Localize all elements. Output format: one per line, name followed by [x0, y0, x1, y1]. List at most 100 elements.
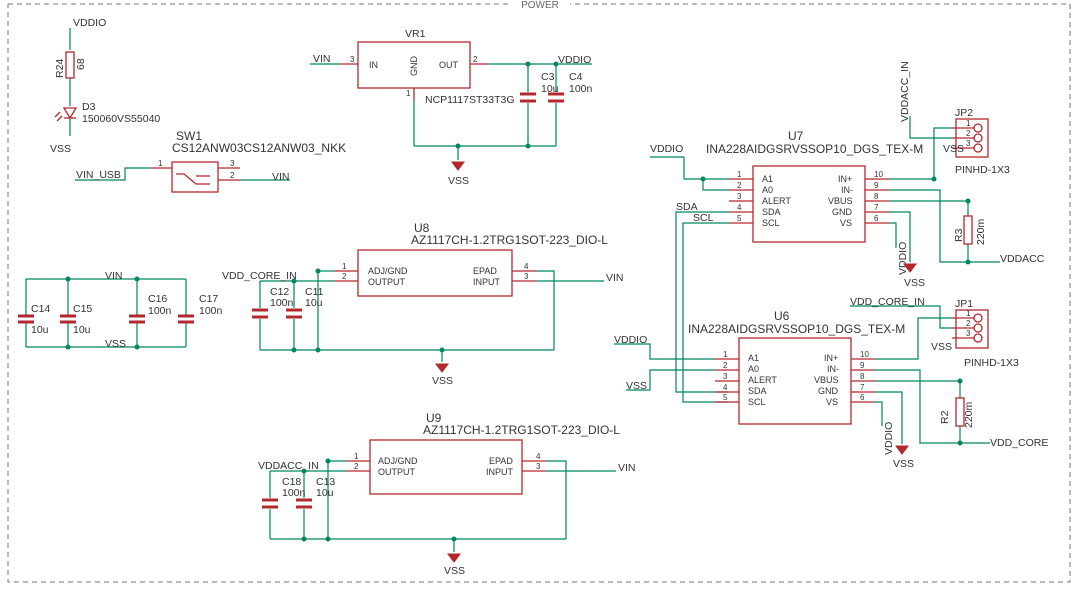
jp2-pin-number-3: 3 — [966, 139, 971, 148]
c13-value: 10u — [316, 487, 334, 499]
net-label-vin-usb: VIN_USB — [76, 169, 121, 181]
net-label-vdd-core-in-u8: VDD_CORE_IN — [222, 270, 297, 282]
u7-pin-number-1: 1 — [737, 170, 742, 179]
r2-ref: R2 — [939, 410, 951, 424]
vr1-pin-out: OUT — [439, 60, 459, 70]
u6-value: INA228AIDGSRVSSOP10_DGS_TEX-M — [688, 322, 905, 336]
net-label-vss-d3: VSS — [50, 143, 71, 155]
u6-pin-number-8: 8 — [860, 372, 865, 381]
jp1-ref: JP1 — [955, 298, 973, 310]
u7-pin-number-8: 8 — [874, 192, 879, 201]
r24-ref: R24 — [54, 59, 66, 78]
header-jp1[interactable] — [955, 309, 989, 349]
d3-value: 150060VS55040 — [82, 113, 160, 125]
u6-pin-in-plus: IN+ — [824, 353, 838, 363]
net-label-vss-u9: VSS — [444, 565, 465, 577]
sw1-pin-number-3: 3 — [230, 159, 235, 168]
u9-pin-epad: EPAD — [489, 456, 513, 466]
vss-ground-symbol-u9 — [447, 553, 461, 563]
net-label-vss-u7: VSS — [904, 277, 925, 289]
c18-value: 100n — [282, 487, 306, 499]
u9-pin-number-4: 4 — [536, 452, 541, 461]
net-label-sda: SDA — [676, 201, 698, 213]
net-label-vddio-vr1: VDDIO — [558, 54, 591, 66]
u9-pin-number-2: 2 — [354, 462, 359, 471]
net-label-vin-u8: VIN — [606, 272, 624, 284]
vss-ground-symbol-u6 — [895, 445, 909, 455]
u6-pin-number-6: 6 — [860, 393, 865, 402]
u8-pin-adj-gnd: ADJ/GND — [368, 266, 408, 276]
jp2-pin-number-1: 1 — [966, 119, 971, 128]
d3-ref: D3 — [82, 101, 96, 113]
c3-ref: C3 — [541, 71, 555, 83]
u8-body[interactable] — [357, 249, 513, 297]
u7-pin-number-6: 6 — [874, 214, 879, 223]
u9-value: AZ1117CH-1.2TRG1SOT-223_DIO-L — [423, 423, 620, 437]
net-label-vin-u9: VIN — [618, 462, 636, 474]
net-label-vin-bulk: VIN — [105, 270, 123, 282]
c12-value: 100n — [270, 297, 294, 309]
net-label-vdd-core: VDD_CORE — [990, 437, 1048, 449]
u6-monitor-block: U6 INA228AIDGSRVSSOP10_DGS_TEX-M A1 A0 A… — [614, 296, 1048, 470]
jp1-pin-number-2: 2 — [966, 319, 971, 328]
u6-ref: U6 — [774, 309, 790, 323]
u8-value: AZ1117CH-1.2TRG1SOT-223_DIO-L — [411, 233, 608, 247]
vr1-pin-gnd: GND — [409, 56, 419, 77]
c3-value: 10u — [541, 83, 559, 95]
vr1-pin-number-gnd: 1 — [406, 89, 411, 98]
resistor-r24[interactable] — [65, 51, 75, 79]
r3-value: 220m — [975, 218, 987, 245]
sw1-switch-block: SW1 CS12ANW03CS12ANW03_NKK 1 3 2 VIN_USB… — [75, 129, 346, 193]
u6-pin-number-2: 2 — [723, 361, 728, 370]
u7-pin-vs: VS — [840, 218, 852, 228]
u9-regulator-block: U9 AZ1117CH-1.2TRG1SOT-223_DIO-L ADJ/GND… — [258, 411, 636, 577]
bulk-capacitor-block: VIN VSS C14 10u C15 10u C16 100n C17 100… — [18, 270, 223, 350]
u8-pin-output: OUTPUT — [368, 277, 406, 287]
u6-pin-a1: A1 — [748, 353, 759, 363]
sw1-value: CS12ANW03CS12ANW03_NKK — [172, 141, 346, 155]
net-label-vddio-u6: VDDIO — [614, 334, 647, 346]
net-label-vddio-u6-vs: VDDIO — [883, 422, 895, 455]
net-label-vss-u6-a0: VSS — [626, 380, 647, 392]
u6-pin-number-1: 1 — [723, 350, 728, 359]
net-label-vdd-core-in-jp1: VDD_CORE_IN — [850, 296, 925, 308]
c17-value: 100n — [199, 305, 223, 317]
u8-pin-number-1: 1 — [342, 262, 347, 271]
net-label-vddacc: VDDACC — [1000, 253, 1045, 265]
u7-pin-scl: SCL — [762, 218, 780, 228]
u6-pin-vs: VS — [826, 397, 838, 407]
u9-body[interactable] — [369, 439, 523, 495]
u7-value: INA228AIDGSRVSSOP10_DGS_TEX-M — [706, 142, 923, 156]
c16-ref: C16 — [148, 293, 167, 305]
jp1-pin-number-1: 1 — [966, 309, 971, 318]
vss-ground-symbol-vr1 — [451, 161, 465, 171]
sw1-pin-number-2: 2 — [230, 171, 235, 180]
c12-ref: C12 — [270, 286, 289, 298]
u6-pin-gnd: GND — [818, 386, 839, 396]
resistor-r3[interactable] — [963, 215, 973, 245]
net-label-vin-vr1: VIN — [313, 53, 331, 65]
r2-value: 220m — [963, 401, 975, 428]
u7-pin-number-5: 5 — [737, 214, 742, 223]
led-d3[interactable] — [54, 107, 78, 122]
vr1-value: NCP1117ST33T3G — [425, 94, 515, 106]
u6-pin-alert: ALERT — [748, 375, 777, 385]
sheet-title: POWER — [521, 0, 559, 11]
u7-pin-number-10: 10 — [874, 170, 883, 179]
u9-pin-number-1: 1 — [354, 452, 359, 461]
u7-pin-sda: SDA — [762, 207, 781, 217]
u7-pin-number-7: 7 — [874, 203, 879, 212]
sw1-pin-number-1: 1 — [158, 159, 163, 168]
u7-body[interactable] — [752, 165, 866, 243]
u8-ref: U8 — [414, 221, 430, 235]
u9-pin-number-3: 3 — [536, 462, 541, 471]
u8-regulator-block: U8 AZ1117CH-1.2TRG1SOT-223_DIO-L ADJ/GND… — [222, 221, 624, 387]
net-label-scl: SCL — [693, 212, 714, 224]
vr1-ref: VR1 — [405, 28, 426, 40]
switch-sw1[interactable] — [171, 161, 219, 193]
c13-ref: C13 — [316, 476, 335, 488]
c15-ref: C15 — [73, 303, 92, 315]
c4-value: 100n — [569, 83, 593, 95]
c4-ref: C4 — [569, 71, 583, 83]
